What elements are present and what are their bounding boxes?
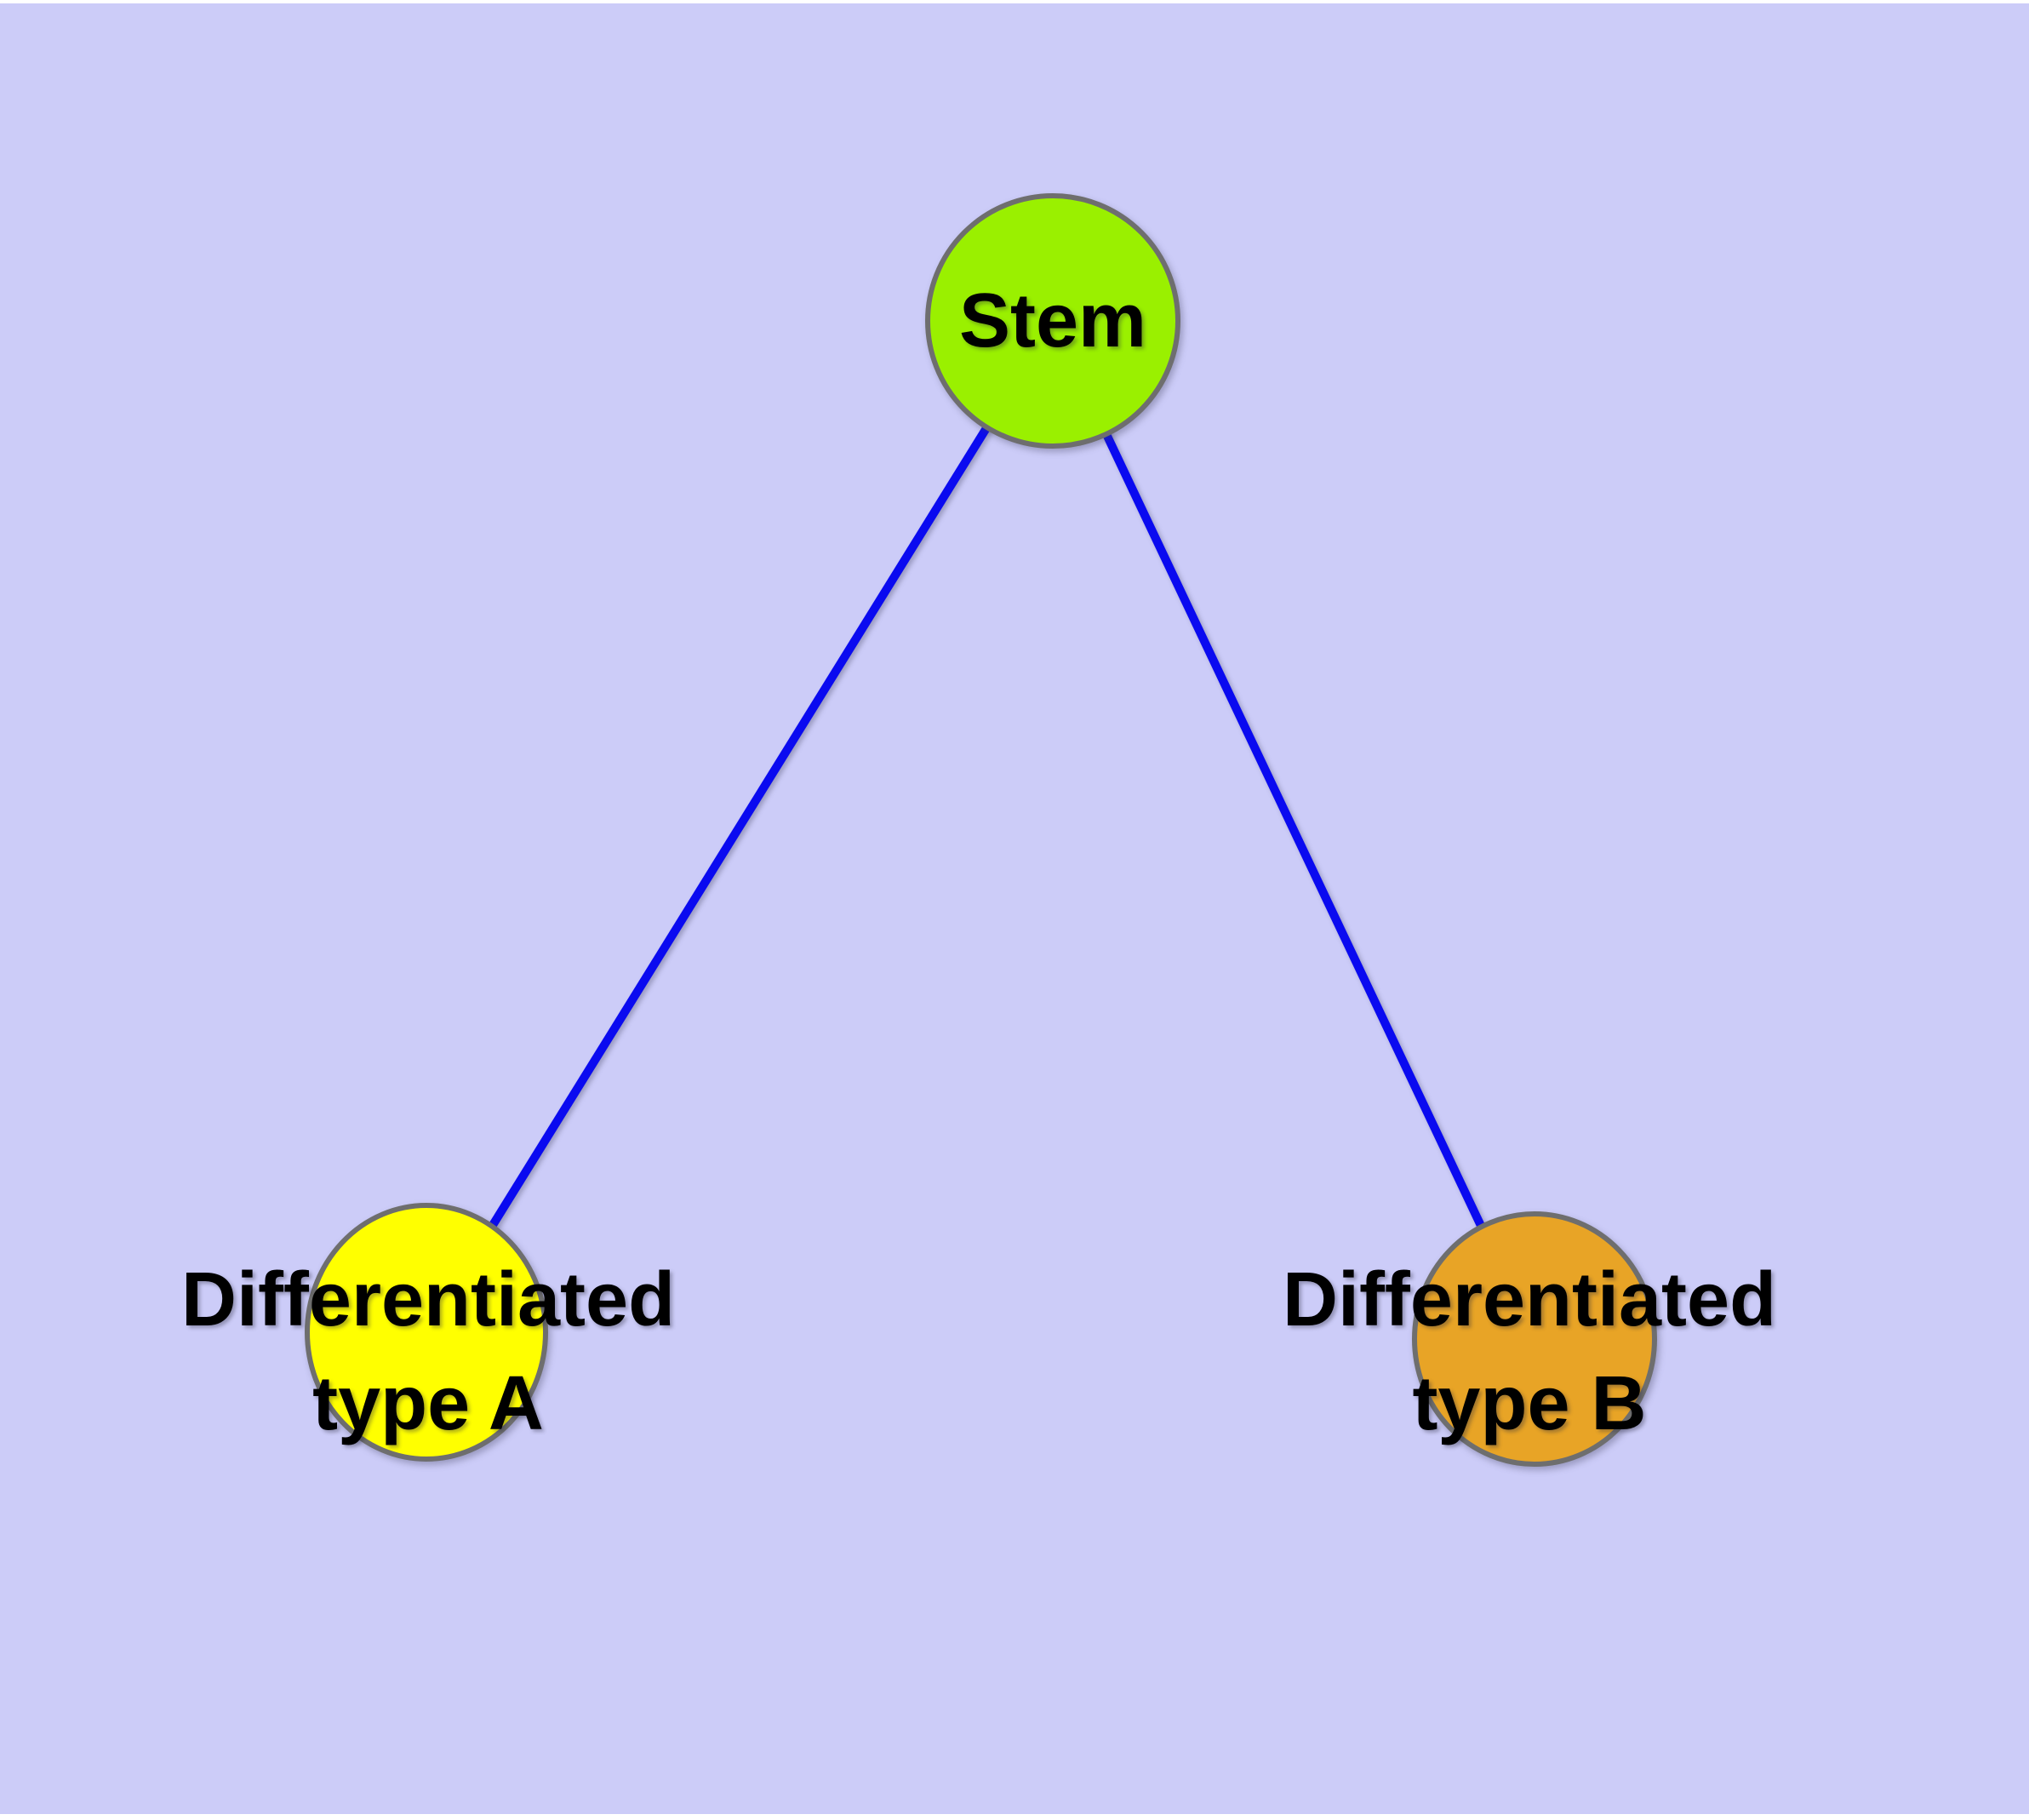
- edge-stem-to-type-b: [1049, 318, 1539, 1342]
- node-stem-circle: [925, 193, 1180, 449]
- node-type-a-circle: [305, 1203, 548, 1462]
- node-type-b-circle: [1412, 1211, 1657, 1467]
- edge-stem-to-type-a: [422, 318, 1057, 1335]
